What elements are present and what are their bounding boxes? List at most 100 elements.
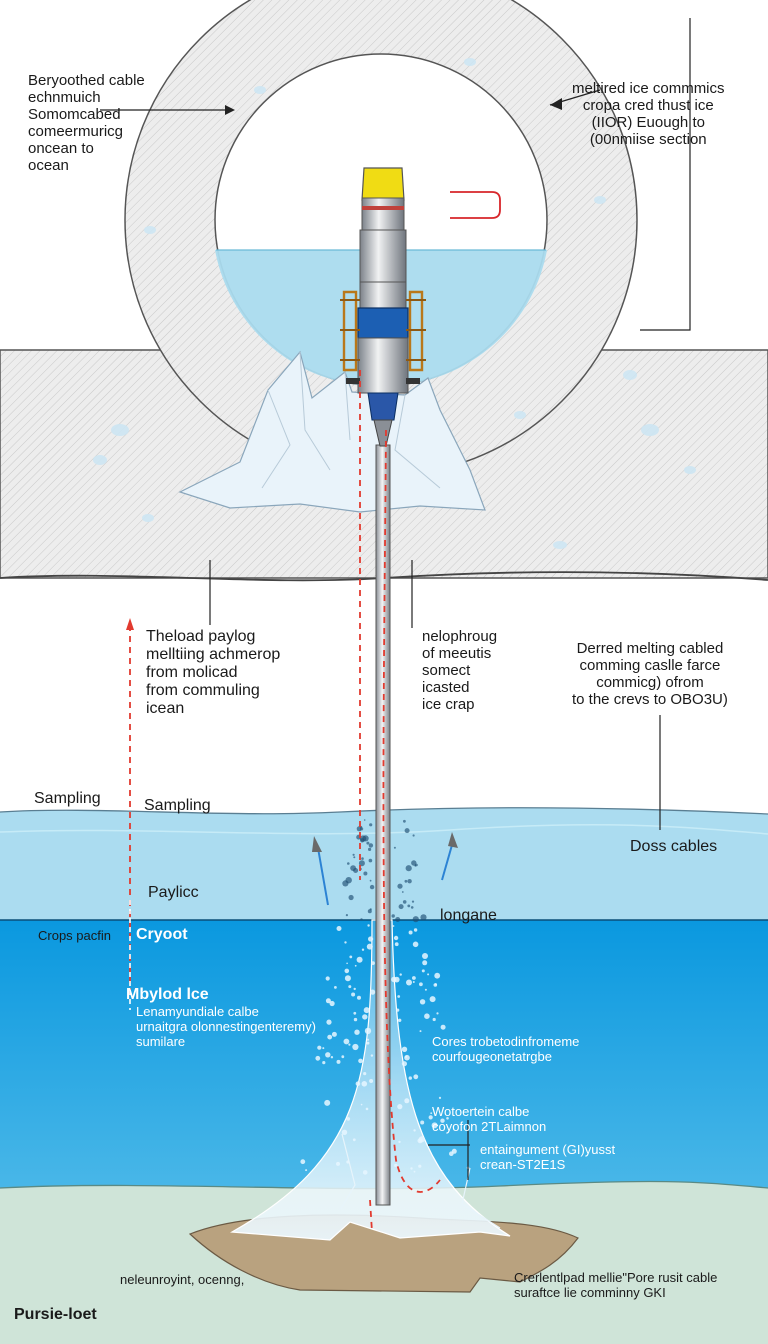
bubble [432, 1017, 436, 1022]
bubble [305, 1169, 308, 1172]
bubble [420, 1120, 425, 1125]
bubble [405, 865, 412, 872]
bubble [344, 968, 350, 974]
label-mid-right: Derred melting cabled comming caslle far… [572, 640, 728, 708]
bubble [451, 1148, 457, 1154]
label-sampling-center: Sampling [144, 797, 211, 814]
bubble [434, 983, 437, 986]
bubble [404, 879, 408, 883]
bubble [422, 953, 428, 959]
bubble [369, 823, 373, 827]
bubble [430, 1112, 433, 1115]
bubble [348, 894, 354, 901]
bubble [363, 1072, 367, 1076]
bubble [395, 917, 401, 922]
bubble [343, 1038, 350, 1045]
label-sampling-left: Sampling [34, 790, 101, 807]
bubble [360, 827, 364, 831]
label-water-desc: Wotoertein calbe coyofon 2TLaimnon [432, 1104, 547, 1134]
bubble [346, 1160, 350, 1164]
bubble [413, 928, 418, 932]
bubble [407, 879, 412, 884]
bubble [408, 930, 413, 935]
bubble [406, 979, 412, 986]
bubble [412, 941, 419, 948]
bubble [334, 986, 337, 989]
bubble [404, 1098, 410, 1104]
bubble [354, 1029, 360, 1035]
bubble [360, 918, 363, 921]
bubble [404, 1054, 410, 1061]
bubble [412, 981, 415, 983]
bubble [397, 995, 401, 998]
bubble [398, 1018, 402, 1022]
bubble [391, 914, 395, 918]
bubble [322, 1061, 326, 1065]
bubble [401, 891, 404, 893]
bubble [404, 828, 410, 834]
bubble [357, 995, 361, 1000]
bubble [394, 1163, 398, 1168]
bubble [358, 860, 365, 867]
bubble [440, 1118, 445, 1123]
bubble [352, 1138, 356, 1142]
bubble [369, 879, 372, 882]
label-cores-desc: Cores trobetodinfromeme courfougeonetatr… [432, 1034, 580, 1064]
bubble [362, 1014, 368, 1020]
bubble [392, 925, 395, 927]
bubble [346, 1117, 351, 1121]
bubble [366, 1038, 370, 1041]
bubble [361, 948, 365, 951]
bubble [401, 1061, 407, 1067]
bubble [352, 1043, 359, 1051]
bubble [397, 1104, 403, 1110]
bubble [366, 1041, 370, 1045]
bubble [353, 1011, 357, 1015]
bubble [419, 1030, 422, 1033]
bubble [417, 1138, 423, 1144]
bubble [344, 941, 347, 944]
bubble [348, 985, 352, 989]
bubble [412, 916, 419, 923]
bubble [325, 976, 330, 981]
bubble [347, 862, 350, 865]
bubble [349, 955, 353, 959]
bubble [353, 856, 356, 859]
bubble [322, 1047, 325, 1050]
bubble [326, 1019, 332, 1025]
bubble [325, 998, 331, 1004]
bubble [397, 883, 403, 889]
melting-probe [340, 167, 426, 447]
label-crops-pacifin: Crops pacfin [38, 928, 111, 943]
bubble [431, 1122, 438, 1129]
bubble [356, 956, 363, 963]
bubble [413, 1170, 416, 1173]
bubble [396, 1008, 400, 1012]
bubble [325, 1052, 331, 1058]
bubble [370, 989, 376, 995]
bubble [446, 1117, 449, 1120]
label-entainment: entaingument (GI)yusst crean-ST2E1S [480, 1142, 616, 1172]
bubble [363, 819, 366, 821]
bubble [363, 871, 368, 876]
label-bottom-left: neleunroyint, ocenng, [120, 1272, 245, 1287]
bubble [341, 1055, 345, 1059]
bubble [366, 841, 370, 845]
bubble [344, 975, 351, 982]
bubble [408, 1076, 412, 1080]
bubble [410, 1167, 413, 1170]
ice-specks [93, 58, 696, 549]
bubble [369, 884, 375, 890]
label-top-right: meltired ice commmics cropa cred thust i… [572, 80, 725, 148]
bubble [352, 853, 355, 856]
bubble [369, 908, 372, 911]
bubble [393, 846, 396, 849]
bubble [405, 1055, 408, 1058]
bubble [418, 1164, 422, 1168]
bubble [364, 1027, 372, 1035]
bubble [410, 906, 414, 909]
bubble [365, 1107, 369, 1111]
bubble [428, 1115, 433, 1120]
bubble [368, 936, 374, 942]
